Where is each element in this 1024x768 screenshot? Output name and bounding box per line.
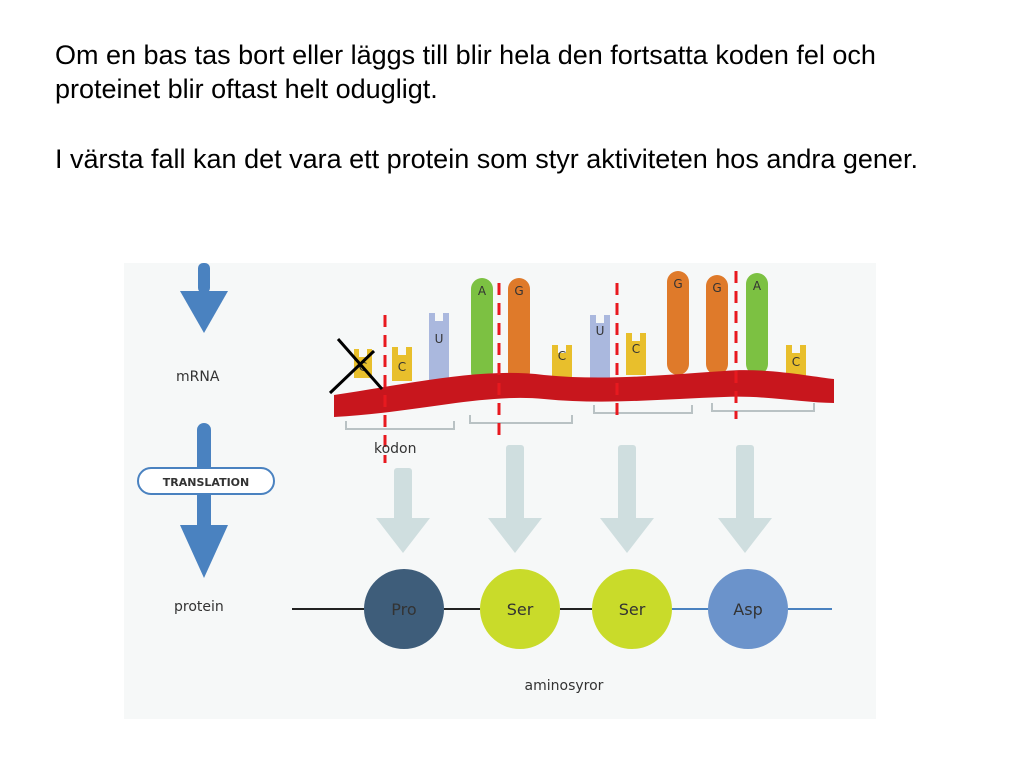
translation-badge xyxy=(137,467,275,495)
light-arrow xyxy=(488,445,542,553)
mrna-strand xyxy=(334,370,834,417)
base-3: U xyxy=(429,313,449,381)
deleted-base-cross-icon xyxy=(328,338,384,395)
base-label: U xyxy=(596,324,605,338)
kodon-label: kodon xyxy=(374,441,417,457)
base-11: A xyxy=(746,273,768,375)
base-5: G xyxy=(508,278,530,383)
base-6: C xyxy=(552,345,572,381)
codon-brackets xyxy=(345,403,815,430)
light-arrow xyxy=(376,468,430,553)
amino-acid-ser-2: Ser xyxy=(592,569,672,649)
light-arrow xyxy=(718,445,772,553)
svg-text:Ser: Ser xyxy=(507,600,534,619)
light-arrow xyxy=(600,445,654,553)
mrna-bases: C C U A G C U C xyxy=(354,271,806,383)
base-label: C xyxy=(792,355,800,369)
base-label: G xyxy=(673,277,682,291)
base-label: C xyxy=(398,360,406,374)
base-2: C xyxy=(392,347,412,381)
base-label: U xyxy=(435,332,444,346)
paragraph-1: Om en bas tas bort eller läggs till blir… xyxy=(55,40,876,104)
base-12: C xyxy=(786,345,806,381)
blue-arrow-top xyxy=(180,263,228,333)
svg-text:Pro: Pro xyxy=(391,600,416,619)
codon-to-amino-arrows xyxy=(376,445,772,553)
protein-label: protein xyxy=(174,599,224,615)
aminosyror-label: aminosyror xyxy=(525,678,604,694)
codon-shift-lines xyxy=(383,271,738,463)
amino-acid-pro: Pro xyxy=(364,569,444,649)
amino-acid-ser-1: Ser xyxy=(480,569,560,649)
mrna-label: mRNA xyxy=(176,369,220,385)
base-label: G xyxy=(514,284,523,298)
translation-label: TRANSLATION xyxy=(163,476,249,489)
base-label: A xyxy=(753,279,762,293)
base-label: C xyxy=(632,342,640,356)
base-9: G xyxy=(667,271,689,375)
base-8: C xyxy=(626,333,646,375)
base-label: G xyxy=(712,281,721,295)
base-7: U xyxy=(590,315,610,381)
base-label: C xyxy=(558,349,566,363)
base-10: G xyxy=(706,275,728,375)
base-label: A xyxy=(478,284,487,298)
amino-acid-asp: Asp xyxy=(708,569,788,649)
base-4: A xyxy=(471,278,493,383)
svg-text:Ser: Ser xyxy=(619,600,646,619)
translation-diagram: mRNA TRANSLATION protein C C U A G C xyxy=(124,263,876,719)
paragraph-2: I värsta fall kan det vara ett protein s… xyxy=(55,144,918,174)
svg-text:Asp: Asp xyxy=(733,600,762,619)
